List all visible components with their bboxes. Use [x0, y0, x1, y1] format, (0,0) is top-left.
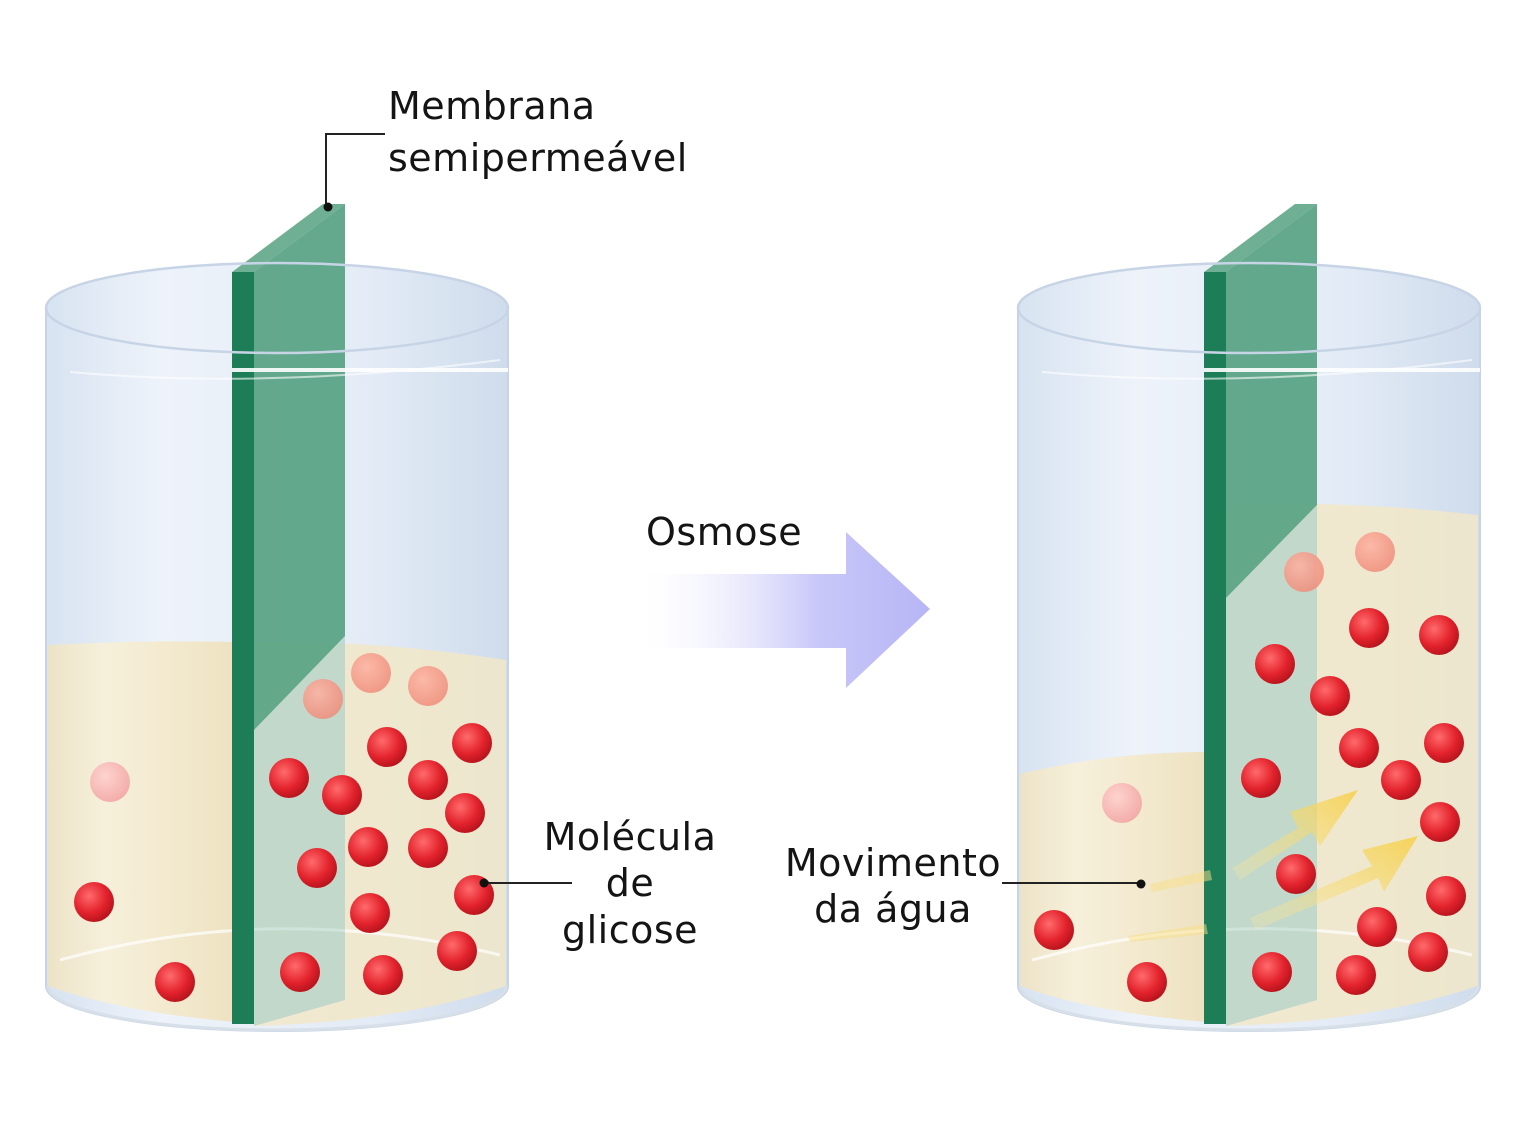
glucose-molecules-after [1034, 532, 1466, 1002]
osmosis-label-text: Osmose [646, 510, 803, 554]
membrane-side-face [232, 272, 254, 1024]
glucose-label-line1: Molécula [543, 815, 717, 859]
water-arrow-lower [1250, 836, 1418, 930]
membrane-leader [325, 133, 385, 205]
beaker-rim [44, 261, 510, 355]
solution-left-side [48, 641, 236, 1022]
glucose-label-line2: de [605, 861, 655, 906]
membrane-top-face [232, 204, 345, 272]
beaker-before [44, 204, 510, 1032]
water-movement-label-line2: da água [814, 887, 972, 932]
glucose-label: Molécula de glicose [538, 814, 722, 953]
glucose-label-line3: glicose [561, 907, 699, 952]
glucose-molecules-before [74, 653, 494, 1002]
solution-left-side-after [1020, 752, 1206, 1022]
leader-lines [323, 133, 1146, 889]
water-arrow-upper [1232, 790, 1358, 880]
water-movement-label-line1: Movimento [784, 841, 1002, 885]
beaker-bottom [46, 985, 508, 1032]
osmosis-label: Osmose [646, 506, 802, 558]
membrane-top-face-after [1204, 204, 1317, 272]
osmosis-arrow [644, 532, 930, 688]
beaker-after [1016, 204, 1482, 1032]
membrane-label-line1: Membrana [388, 84, 596, 128]
membrane-front-face-after [1226, 204, 1317, 598]
membrane-label-line2: semipermeável [388, 136, 688, 181]
water-flow-arrows [1128, 790, 1418, 942]
water-movement-label: Movimento da água [778, 840, 1008, 933]
membrane-label: Membrana semipermeável [388, 80, 688, 185]
membrane-front-face [254, 204, 345, 730]
membrane-side-face-after [1204, 272, 1226, 1024]
